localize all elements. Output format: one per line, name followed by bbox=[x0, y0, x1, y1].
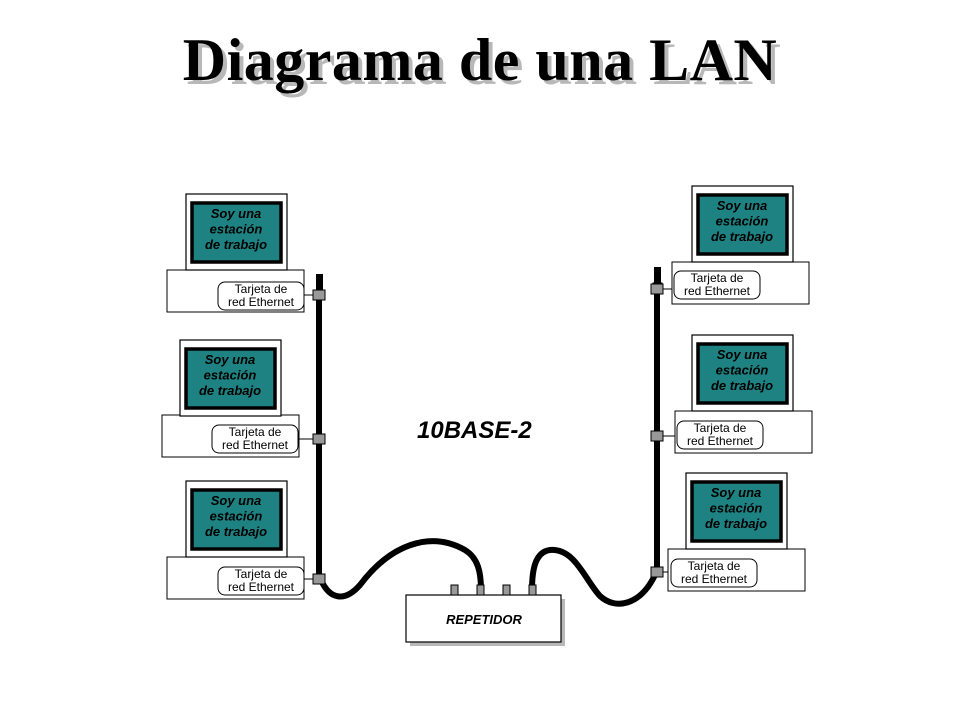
segment-label: 10BASE-2 bbox=[417, 417, 532, 444]
nic-card bbox=[211, 424, 299, 454]
monitor-screen bbox=[690, 480, 783, 543]
t-connector bbox=[650, 283, 664, 295]
repeater-label: REPETIDOR bbox=[446, 612, 522, 627]
monitor-screen bbox=[184, 347, 277, 410]
screen-text-line: Soy una bbox=[211, 493, 262, 508]
nic-card bbox=[217, 566, 305, 596]
t-connectors bbox=[312, 283, 664, 585]
screen-text-line: Soy una bbox=[711, 485, 762, 500]
screen-text-line: de trabajo bbox=[205, 237, 267, 252]
screen-text-line: de trabajo bbox=[199, 383, 261, 398]
t-connector bbox=[650, 430, 664, 442]
screen-text-line: Soy una bbox=[211, 206, 262, 221]
t-connector bbox=[312, 573, 326, 585]
nic-text-line: Tarjeta de bbox=[229, 425, 282, 439]
monitor-screen bbox=[696, 193, 789, 256]
t-connector bbox=[312, 289, 326, 301]
nic-text-line: red Ethernet bbox=[228, 580, 295, 594]
nic-text-line: red Ethernet bbox=[222, 438, 289, 452]
nic-text-line: red Ethernet bbox=[684, 284, 751, 298]
screen-text-line: estación bbox=[210, 509, 263, 524]
screen-text-line: de trabajo bbox=[205, 524, 267, 539]
screen-text-line: estación bbox=[210, 222, 263, 237]
page-title: Diagrama de una LAN bbox=[182, 27, 778, 93]
nic-text-line: Tarjeta de bbox=[235, 282, 288, 296]
nic-text-line: red Ethernet bbox=[681, 572, 748, 586]
nic-text-line: red Ethernet bbox=[687, 434, 754, 448]
nic-card bbox=[673, 270, 761, 300]
screen-text-line: Soy una bbox=[205, 352, 256, 367]
nic-card bbox=[670, 558, 758, 588]
left-repeater-cable bbox=[318, 538, 484, 600]
nic-text-line: Tarjeta de bbox=[688, 559, 741, 573]
screen-text-line: de trabajo bbox=[711, 229, 773, 244]
screen-text-line: estación bbox=[204, 368, 257, 383]
coax-cables bbox=[316, 277, 660, 607]
monitor-screen bbox=[696, 342, 789, 405]
screen-text-line: estación bbox=[710, 501, 763, 516]
nic-card bbox=[676, 420, 764, 450]
nic-text-line: Tarjeta de bbox=[694, 421, 747, 435]
screen-text-line: de trabajo bbox=[711, 378, 773, 393]
repeater: REPETIDOR bbox=[405, 584, 565, 646]
screen-text-line: estación bbox=[716, 363, 769, 378]
screen-text-line: Soy una bbox=[717, 198, 768, 213]
nic-text-line: Tarjeta de bbox=[691, 271, 744, 285]
t-connector bbox=[312, 433, 326, 445]
screen-text-line: Soy una bbox=[717, 347, 768, 362]
t-connector bbox=[650, 566, 664, 578]
repeater-ports bbox=[450, 584, 537, 596]
monitor-screen bbox=[190, 488, 283, 551]
monitor-screen bbox=[190, 201, 283, 264]
right-repeater-cable bbox=[529, 547, 658, 607]
nic-text-line: red Ethernet bbox=[228, 295, 295, 309]
screen-text-line: de trabajo bbox=[705, 516, 767, 531]
screen-text-line: estación bbox=[716, 214, 769, 229]
nic-card bbox=[217, 281, 305, 311]
nic-text-line: Tarjeta de bbox=[235, 567, 288, 581]
